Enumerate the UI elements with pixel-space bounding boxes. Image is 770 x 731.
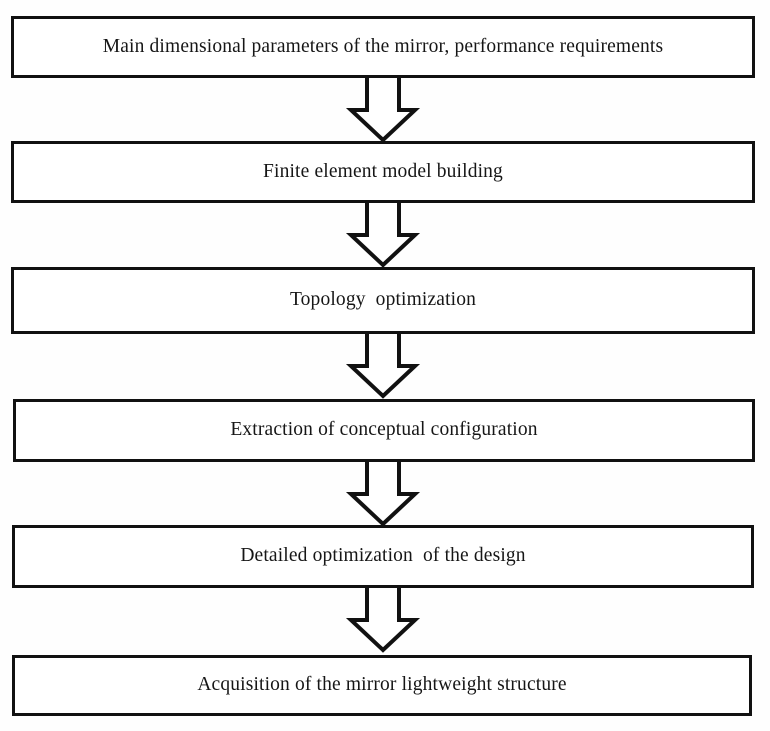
flowchart-connector-3 <box>345 334 421 399</box>
flowchart-node-2[interactable]: Finite element model building <box>11 141 755 203</box>
flowchart-node-1[interactable]: Main dimensional parameters of the mirro… <box>11 16 755 78</box>
flowchart-node-3[interactable]: Topology optimization <box>11 267 755 334</box>
down-block-arrow-icon <box>345 334 421 399</box>
flowchart-node-4-label: Extraction of conceptual configuration <box>230 419 538 441</box>
flowchart-node-6[interactable]: Acquisition of the mirror lightweight st… <box>12 655 752 716</box>
down-block-arrow-icon <box>345 462 421 527</box>
flowchart-connector-4 <box>345 462 421 527</box>
flowchart-node-5-label: Detailed optimization of the design <box>240 545 526 567</box>
down-block-arrow-icon <box>345 203 421 268</box>
flowchart-node-2-label: Finite element model building <box>263 160 503 182</box>
flowchart-node-6-label: Acquisition of the mirror lightweight st… <box>197 674 567 696</box>
down-block-arrow-icon <box>345 588 421 653</box>
flowchart-node-4[interactable]: Extraction of conceptual configuration <box>13 399 755 462</box>
flowchart-node-3-label: Topology optimization <box>289 289 477 311</box>
flowchart-connector-5 <box>345 588 421 653</box>
flowchart-connector-2 <box>345 203 421 268</box>
flowchart-node-5[interactable]: Detailed optimization of the design <box>12 525 754 588</box>
flowchart-node-1-label: Main dimensional parameters of the mirro… <box>102 35 664 57</box>
down-block-arrow-icon <box>345 78 421 143</box>
flowchart-connector-1 <box>345 78 421 143</box>
